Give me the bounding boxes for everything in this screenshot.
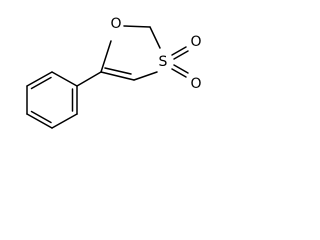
atom-sulfur: S bbox=[159, 54, 168, 70]
atom-ring-oxygen: O bbox=[110, 16, 121, 32]
bond-s-o-top-b bbox=[173, 50, 189, 60]
bond-phenyl-to-ring bbox=[76, 71, 102, 87]
atom-sulfonyl-oxygen-bottom: O bbox=[190, 76, 201, 92]
bond-c5-o1 bbox=[100, 40, 112, 73]
bond-ph-1 bbox=[51, 71, 78, 87]
bond-s-o-top-a bbox=[171, 46, 187, 56]
oxathiole-ring bbox=[100, 25, 161, 81]
bond-o1-c2 bbox=[123, 25, 151, 28]
bond-s3-c4 bbox=[133, 71, 158, 81]
atom-sulfonyl-oxygen-top: O bbox=[190, 34, 201, 50]
phenyl-ring bbox=[26, 71, 78, 129]
bond-c4-c5-double bbox=[104, 67, 132, 75]
bond-ph-4 bbox=[26, 113, 53, 129]
bond-s-o-bottom-a bbox=[171, 68, 187, 78]
sulfonyl-bonds bbox=[171, 46, 189, 78]
chemical-structure: O S O O bbox=[26, 16, 202, 129]
bond-c2-s3 bbox=[149, 26, 161, 49]
bond-ph-inner-2 bbox=[30, 110, 52, 124]
bond-ph-inner-1 bbox=[30, 76, 52, 90]
bond-ph-5 bbox=[51, 113, 78, 129]
bond-c4-c5 bbox=[100, 71, 135, 81]
bond-ph-2 bbox=[26, 71, 53, 87]
bond-s-o-bottom-b bbox=[173, 64, 189, 74]
